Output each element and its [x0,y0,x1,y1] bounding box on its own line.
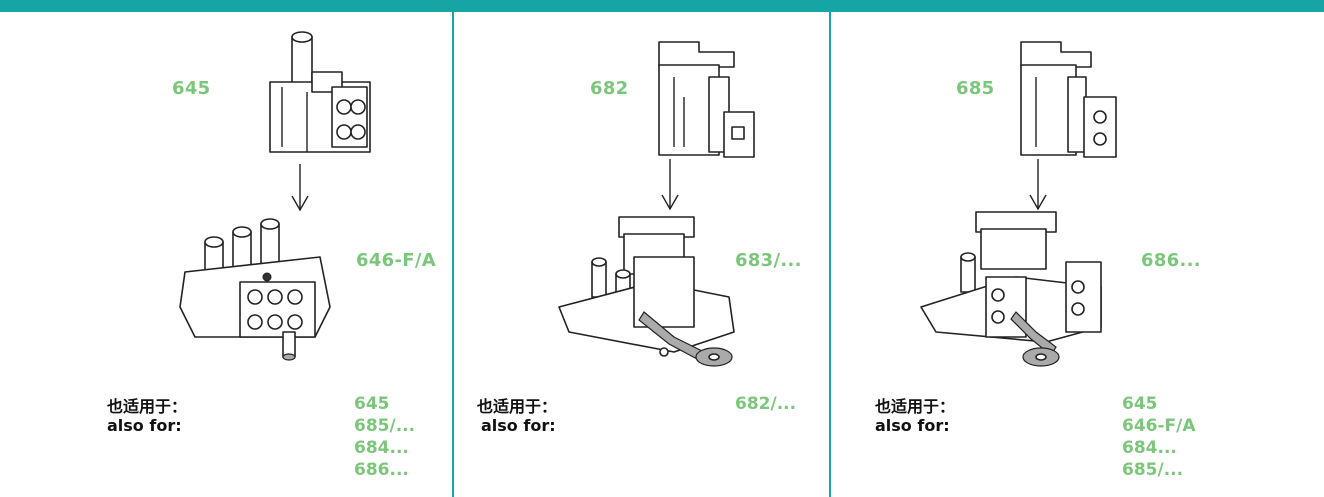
also-for-cn: 也适用于： [477,397,558,416]
plug-component-685 [1020,41,1117,158]
top-component-label: 682 [590,78,629,99]
compatible-list: 645 646-F/A 684... 685/... [1122,393,1196,481]
plug-component-645 [269,31,371,153]
list-item: 686... [354,460,409,480]
compatible-list: 645 685/... 684... 686... [354,393,415,481]
list-item: 645 [354,394,390,414]
top-accent-bar [0,0,1324,12]
panel-682: 682 683/... 也适用于： also for: 682/... [454,12,829,497]
panel-645: 645 646-F/A 也适用于： also for: 645 685/... … [0,12,452,497]
top-component-label: 685 [956,78,995,99]
bottom-component-label: 683/... [735,250,802,271]
top-component-label: 645 [172,78,211,99]
also-for-en: also for: [481,416,556,435]
base-component-646 [179,218,331,361]
list-item: 685/... [1122,460,1184,480]
list-item: 646-F/A [1122,416,1196,436]
panel-685: 685 686... 也适用于： also for: 645 646-F/A 6… [831,12,1324,497]
list-item: 685/... [354,416,416,436]
also-for-en: also for: [875,416,950,435]
panel-divider-2 [829,12,831,497]
base-component-683 [558,216,735,367]
also-for-cn: 也适用于： [875,397,956,416]
arrow-down-icon [1029,159,1047,211]
plug-component-682 [658,41,755,158]
arrow-down-icon [291,164,309,212]
base-component-686 [920,211,1102,367]
arrow-down-icon [661,159,679,211]
list-item: 682/... [735,394,797,414]
bottom-component-label: 686... [1141,250,1201,271]
bottom-component-label: 646-F/A [356,250,436,271]
also-for-en: also for: [107,416,182,435]
list-item: 645 [1122,394,1158,414]
compatible-list: 682/... [735,393,796,415]
list-item: 684... [354,438,409,458]
panel-divider-1 [452,12,454,497]
also-for-cn: 也适用于： [107,397,188,416]
list-item: 684... [1122,438,1177,458]
